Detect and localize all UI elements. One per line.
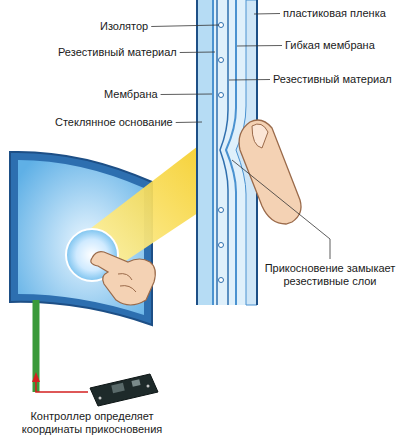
hand-folds <box>118 274 136 292</box>
part-label: Стеклянное основание <box>55 116 173 129</box>
controller-board <box>90 374 158 406</box>
chip <box>111 383 124 393</box>
leader-line <box>151 25 219 27</box>
glass-base <box>197 0 212 305</box>
part-label: Прикосновение замыкает резестивные слои <box>262 262 398 288</box>
leader-line <box>229 79 270 81</box>
signal-arrow <box>36 378 88 392</box>
component <box>99 397 102 400</box>
part-label: Гибкая мембрана <box>285 39 375 52</box>
membrane <box>212 0 214 305</box>
leader-line <box>232 160 330 259</box>
part-label: Мембрана <box>104 88 158 101</box>
part-label: Резестивный материал <box>273 73 392 86</box>
flexible-membrane <box>226 0 236 305</box>
leader-line <box>176 122 202 124</box>
part-label: Изолятор <box>100 20 148 33</box>
leader-line <box>180 52 215 54</box>
hand <box>91 252 155 305</box>
leader-line <box>254 13 280 15</box>
part-label: Резестивный материал <box>58 46 177 59</box>
leader-line <box>237 45 282 47</box>
cable <box>33 300 40 392</box>
panel-edge <box>196 0 198 305</box>
resistive-layer <box>216 0 218 305</box>
part-label: Контроллер определяет координаты прикосн… <box>2 410 182 436</box>
part-label: пластиковая пленка <box>283 7 386 20</box>
arrow-head <box>32 372 40 382</box>
chip <box>131 379 140 387</box>
component <box>147 385 150 388</box>
fingernail <box>252 124 268 148</box>
leader-line <box>161 94 212 96</box>
